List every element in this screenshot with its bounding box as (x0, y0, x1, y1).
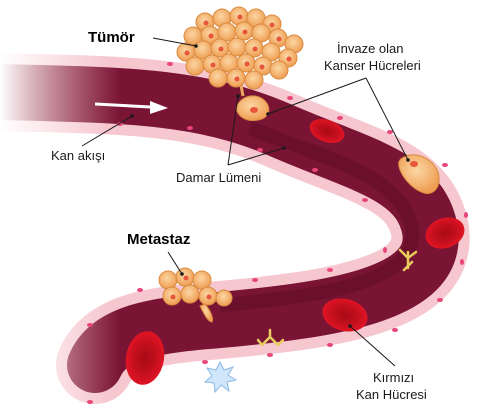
rbc-label-line2: Kan Hücresi (356, 387, 427, 402)
invasive-label-line1: İnvaze olan (337, 41, 404, 56)
vessel-lumen-label: Damar Lümeni (176, 170, 261, 185)
blood-flow-label: Kan akışı (51, 148, 105, 163)
white-blood-cell-icon (205, 362, 236, 392)
metastasis-title: Metastaz (127, 231, 190, 248)
invasive-label-line2: Kanser Hücreleri (324, 58, 421, 73)
rbc-label-line1: Kırmızı (373, 370, 414, 385)
tumor-title: Tümör (88, 29, 135, 46)
